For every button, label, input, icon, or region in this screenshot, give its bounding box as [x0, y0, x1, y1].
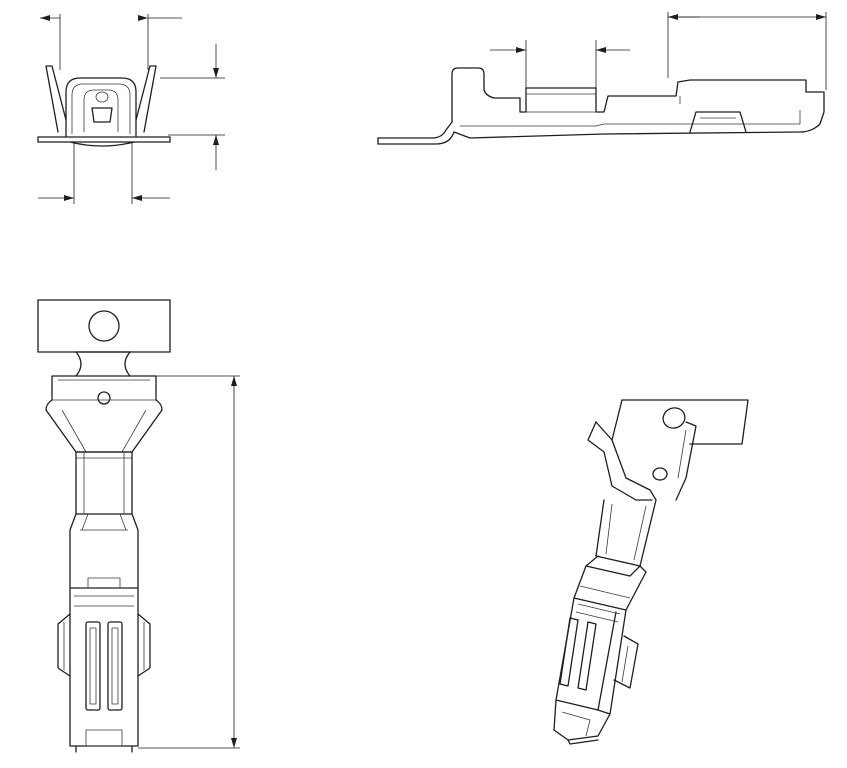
front-view — [37, 14, 225, 204]
side-view — [377, 12, 827, 145]
top-view — [37, 299, 240, 753]
isometric-view — [553, 399, 749, 745]
